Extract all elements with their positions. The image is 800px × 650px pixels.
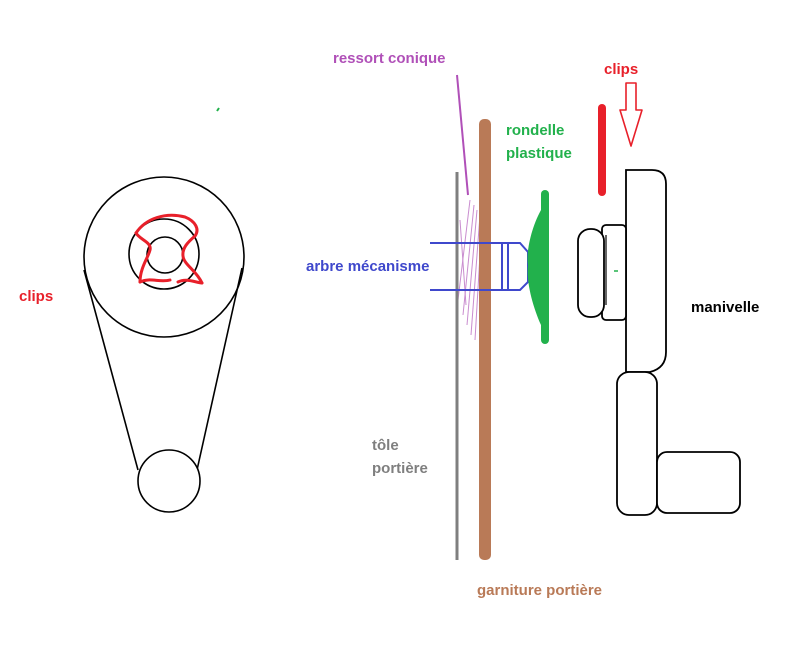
clips-down-arrow	[619, 82, 643, 147]
clip-front-view	[134, 213, 204, 285]
ressort-leader-line	[456, 74, 469, 196]
label-tole-line2: portière	[372, 460, 428, 477]
crank-arm-right-edge	[196, 267, 243, 471]
label-manivelle: manivelle	[691, 299, 760, 316]
label-clips-right: clips	[604, 61, 639, 78]
clip-side-view	[598, 104, 606, 196]
crank-hub-middle-circle	[128, 218, 200, 290]
label-clips-left: clips	[19, 288, 54, 305]
label-ressort-conique: ressort conique	[333, 50, 446, 67]
label-rondelle-line1: rondelle	[506, 122, 565, 139]
crank-arm-left-edge	[83, 269, 139, 471]
arbre-mecanisme	[430, 242, 529, 291]
stray-green-mark	[216, 107, 220, 112]
label-garniture-portiere: garniture portière	[477, 582, 603, 599]
rondelle-plastique	[527, 190, 549, 344]
crank-front-view	[83, 176, 245, 513]
crank-hub-outer-circle	[83, 176, 245, 338]
manivelle-side-view	[577, 169, 741, 516]
crank-knob-circle	[137, 449, 201, 513]
garniture-portiere	[479, 119, 491, 560]
label-arbre-mecanisme: arbre mécanisme	[306, 258, 430, 275]
label-rondelle-line2: plastique	[506, 145, 572, 162]
label-tole-line1: tôle	[372, 437, 399, 454]
ressort-conique	[457, 199, 483, 341]
